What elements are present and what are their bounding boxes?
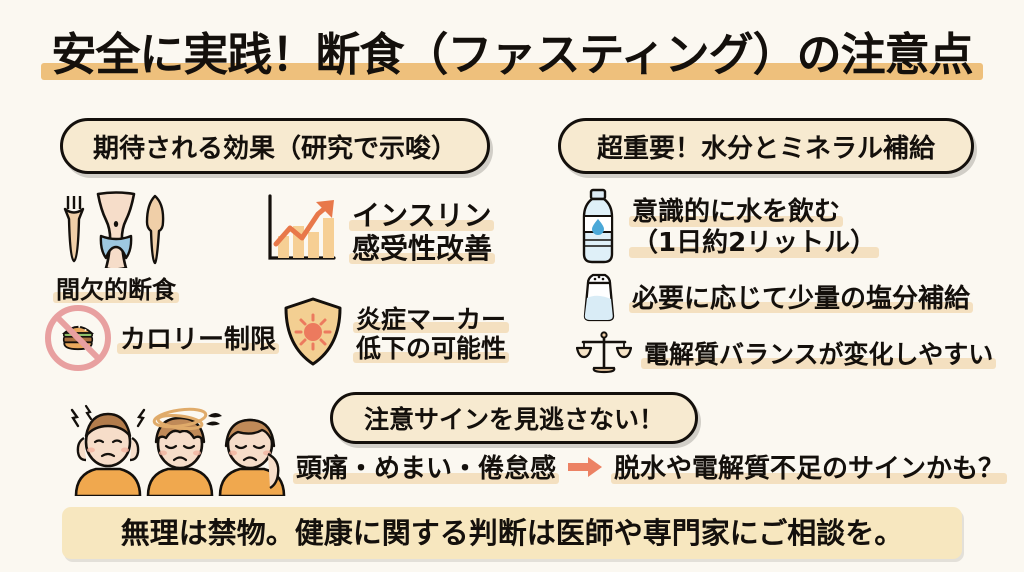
section-header-benefits-label: 期待される効果（研究で示唆） [92,133,457,164]
section-header-warning-signs: 注意サインを見逃さない！ [330,392,698,444]
shield-icon [282,296,344,372]
benefit-item-intermittent-fasting: 間欠的断食 [53,190,179,304]
hydration-item-drink-water: 意識的に水を飲む （1日約2リットル） [578,188,880,268]
hydration-label-drink-water: 意識的に水を飲む （1日約2リットル） [629,197,880,258]
hydration-label-salt-intake: 必要に応じて少量の塩分補給 [629,284,974,315]
title-highlight-band [41,62,983,80]
footer-disclaimer-text: 無理は禁物。健康に関する判断は医師や専門家にご相談を。 [120,515,904,550]
benefit-label-calorie-restriction: カロリー制限 [117,325,280,356]
no-burger-icon [44,304,112,376]
fasting-body-icon [54,190,178,272]
three-unwell-people-icon [62,404,294,500]
water-bottle-icon [578,188,618,268]
section-header-warning-signs-label: 注意サインを見逃さない！ [363,405,664,434]
benefit-label-insulin-sensitivity: インスリン 感受性改善 [349,199,496,265]
salt-shaker-icon [580,272,618,326]
benefit-label-intermittent-fasting: 間欠的断食 [53,276,179,304]
right-arrow-icon [566,455,604,483]
rising-chart-icon [262,192,340,272]
hydration-item-salt-intake: 必要に応じて少量の塩分補給 [580,272,974,326]
page-title-text: 安全に実践！断食（ファスティング）の注意点 [51,27,973,81]
balance-scale-icon [575,330,633,380]
section-header-hydration: 超重要！水分とミネラル補給 [558,118,974,174]
hydration-item-electrolyte-balance: 電解質バランスが変化しやすい [575,330,997,380]
benefit-item-insulin-sensitivity: インスリン 感受性改善 [262,192,496,272]
hydration-label-electrolyte-balance: 電解質バランスが変化しやすい [641,340,997,370]
benefit-label-inflammation-marker: 炎症マーカー 低下の可能性 [353,305,510,364]
benefit-item-calorie-restriction: カロリー制限 [44,304,280,376]
footer-disclaimer: 無理は禁物。健康に関する判断は医師や専門家にご相談を。 [62,507,962,559]
symptom-list: 頭痛・めまい・倦怠感 [293,454,560,485]
consequence-text: 脱水や電解質不足のサインかも？ [611,454,1008,485]
symptom-consequence-row: 頭痛・めまい・倦怠感 脱水や電解質不足のサインかも？ [293,454,1008,485]
benefit-item-inflammation-marker: 炎症マーカー 低下の可能性 [282,296,510,372]
section-header-hydration-label: 超重要！水分とミネラル補給 [596,133,935,164]
section-header-benefits: 期待される効果（研究で示唆） [60,118,490,174]
page-title: 安全に実践！断食（ファスティング）の注意点 [0,22,1024,86]
